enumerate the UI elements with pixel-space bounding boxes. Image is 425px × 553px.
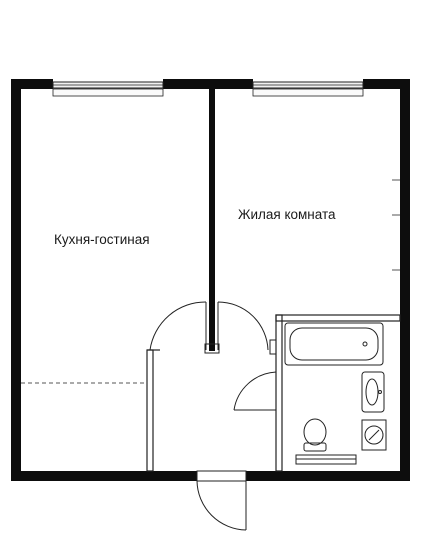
sink-icon	[361, 371, 385, 413]
window-icon	[252, 81, 364, 97]
hall-walls	[146, 349, 160, 472]
outer-walls	[11, 79, 410, 481]
door-swing-icon	[217, 301, 269, 351]
radiator-marks	[392, 179, 400, 271]
door-swing-icon	[149, 301, 207, 351]
towel-rail	[295, 454, 357, 465]
washing-machine-icon	[361, 419, 387, 451]
bathroom-walls	[269, 314, 401, 472]
door-swing-icon	[233, 371, 277, 411]
window-icon	[52, 81, 164, 97]
toilet-icon	[303, 418, 327, 452]
bathtub-icon	[284, 322, 384, 366]
door-swing-icon	[196, 470, 247, 531]
room-label-kitchen-living: Кухня-гостиная	[54, 232, 150, 247]
partition-wall	[204, 89, 220, 354]
room-label-living-room: Жилая комната	[238, 207, 336, 222]
